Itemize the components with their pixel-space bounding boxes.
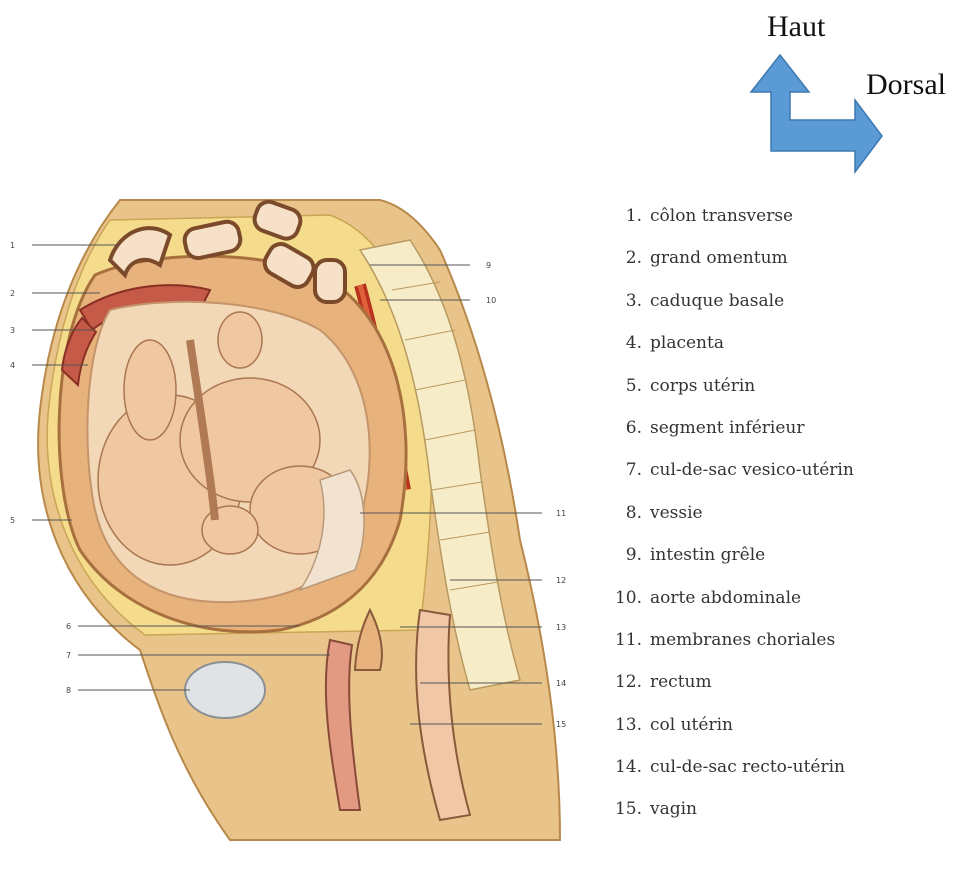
legend-text: corps utérin	[650, 375, 960, 397]
legend-item: 13. col utérin	[600, 714, 960, 736]
legend-item: 9. intestin grêle	[600, 544, 960, 566]
legend-text: membranes choriales	[650, 629, 960, 651]
orientation-arrow-icon	[745, 50, 885, 185]
legend-text: vessie	[650, 502, 960, 524]
legend-item: 11. membranes choriales	[600, 629, 960, 651]
fig-number-11: 11	[556, 509, 566, 518]
legend-item: 8. vessie	[600, 502, 960, 524]
legend-text: grand omentum	[650, 247, 960, 269]
legend-text: rectum	[650, 671, 960, 693]
fig-number-12: 12	[556, 576, 566, 585]
legend-number: 2.	[600, 247, 642, 269]
legend-text: intestin grêle	[650, 544, 960, 566]
legend-number: 3.	[600, 290, 642, 312]
legend-number: 6.	[600, 417, 642, 439]
legend-text: caduque basale	[650, 290, 960, 312]
legend-text: cul-de-sac recto-utérin	[650, 756, 960, 778]
legend-item: 5. corps utérin	[600, 375, 960, 397]
legend-number: 14.	[600, 756, 642, 778]
legend-number: 12.	[600, 671, 642, 693]
fig-number-15: 15	[556, 720, 566, 729]
fig-number-10: 10	[486, 296, 496, 305]
fig-number-4: 4	[10, 361, 15, 370]
legend-number: 11.	[600, 629, 642, 651]
fig-number-8: 8	[66, 686, 71, 695]
fig-number-6: 6	[66, 622, 71, 631]
fig-number-14: 14	[556, 679, 566, 688]
legend-item: 7. cul-de-sac vesico-utérin	[600, 459, 960, 481]
legend-item: 6. segment inférieur	[600, 417, 960, 439]
legend-list: 1. côlon transverse 2. grand omentum 3. cad…	[600, 205, 960, 841]
anatomy-illustration: 1 2 3 4 5 6 7 8 9 10 11 12 13 14 15	[0, 190, 600, 877]
legend-text: vagin	[650, 798, 960, 820]
legend-number: 9.	[600, 544, 642, 566]
fig-number-7: 7	[66, 651, 71, 660]
fig-number-5: 5	[10, 516, 15, 525]
legend-item: 1. côlon transverse	[600, 205, 960, 227]
legend-text: col utérin	[650, 714, 960, 736]
fig-number-13: 13	[556, 623, 566, 632]
legend-number: 7.	[600, 459, 642, 481]
bladder	[185, 662, 265, 718]
legend-number: 5.	[600, 375, 642, 397]
legend-item: 2. grand omentum	[600, 247, 960, 269]
legend-item: 14. cul-de-sac recto-utérin	[600, 756, 960, 778]
legend-text: aorte abdominale	[650, 587, 960, 609]
legend-number: 13.	[600, 714, 642, 736]
fig-number-9: 9	[486, 261, 491, 270]
legend-number: 15.	[600, 798, 642, 820]
fig-number-1: 1	[10, 241, 15, 250]
legend-item: 12. rectum	[600, 671, 960, 693]
orientation-up-label: Haut	[767, 10, 825, 44]
legend-number: 4.	[600, 332, 642, 354]
legend-text: côlon transverse	[650, 205, 960, 227]
legend-item: 4. placenta	[600, 332, 960, 354]
fig-number-3: 3	[10, 326, 15, 335]
legend-item: 10. aorte abdominale	[600, 587, 960, 609]
fig-number-2: 2	[10, 289, 15, 298]
legend-text: placenta	[650, 332, 960, 354]
legend-item: 3. caduque basale	[600, 290, 960, 312]
legend-number: 10.	[600, 587, 642, 609]
legend-text: cul-de-sac vesico-utérin	[650, 459, 860, 481]
legend-text: segment inférieur	[650, 417, 960, 439]
legend-number: 1.	[600, 205, 642, 227]
legend-item: 15. vagin	[600, 798, 960, 820]
legend-number: 8.	[600, 502, 642, 524]
